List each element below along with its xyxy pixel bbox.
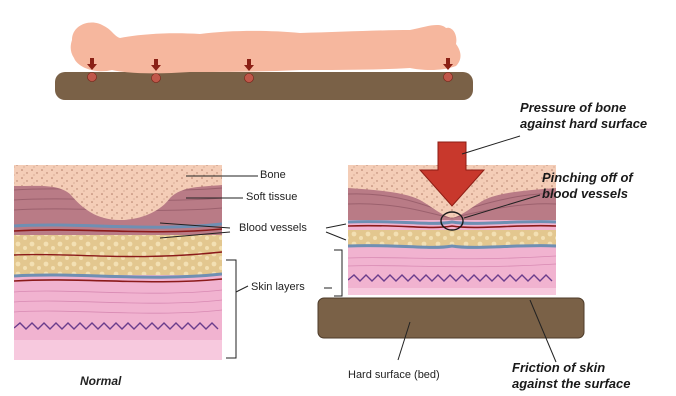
blood-vessels-label: Blood vessels (239, 222, 307, 234)
pressure-point (444, 73, 453, 82)
skin-layers-label: Skin layers (251, 281, 305, 293)
body-silhouette (71, 22, 461, 73)
top-illustration (55, 22, 473, 100)
pinching-callout: Pinching off of blood vessels (542, 170, 633, 202)
pressure-callout-line1: Pressure of bone (520, 100, 647, 116)
pinching-callout-line1: Pinching off of (542, 170, 633, 186)
friction-callout-line2: against the surface (512, 376, 631, 392)
normal-tissue-block (14, 165, 222, 360)
bone-label: Bone (260, 169, 286, 181)
pinching-callout-line2: blood vessels (542, 186, 633, 202)
pressure-callout: Pressure of bone against hard surface (520, 100, 647, 132)
pressure-point (152, 74, 161, 83)
pressure-point (245, 74, 254, 83)
soft-tissue-label: Soft tissue (246, 191, 297, 203)
pressure-point (88, 73, 97, 82)
friction-callout-line1: Friction of skin (512, 360, 631, 376)
friction-callout: Friction of skin against the surface (512, 360, 631, 392)
hard-surface-bed (318, 298, 584, 338)
fat-layer (348, 230, 556, 246)
hard-surface-label: Hard surface (bed) (348, 369, 440, 381)
normal-label: Normal (80, 374, 121, 388)
top-mattress (55, 72, 473, 100)
pressure-callout-line2: against hard surface (520, 116, 647, 132)
